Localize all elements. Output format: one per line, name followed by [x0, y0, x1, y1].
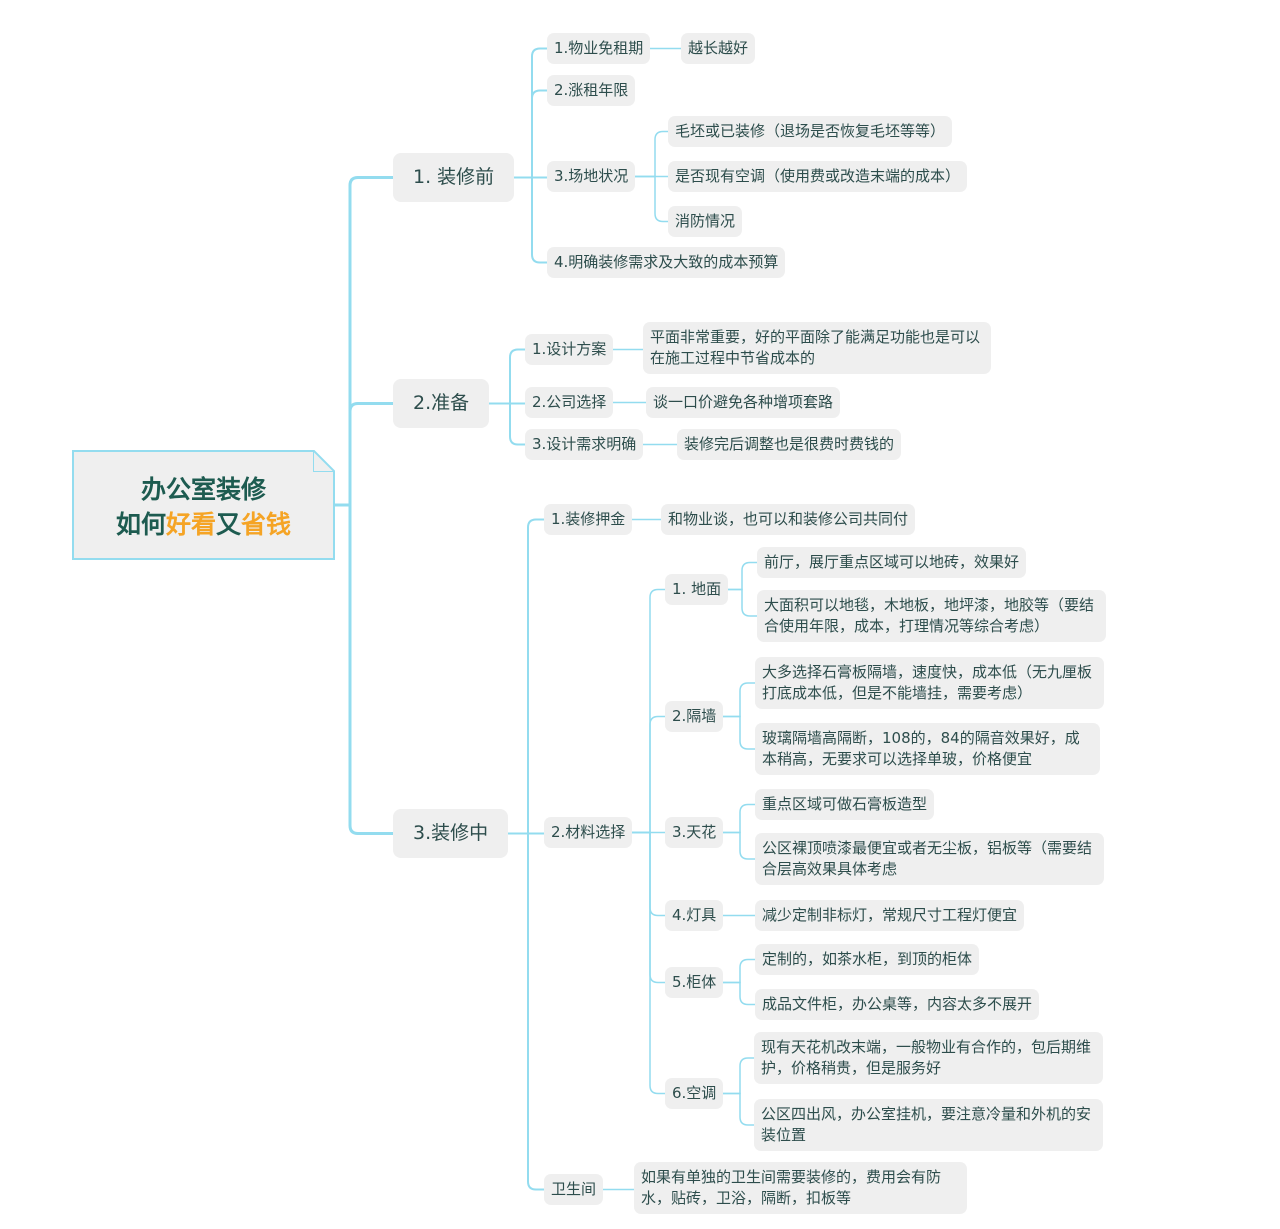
connector-line	[728, 588, 757, 617]
topic-rent-free-period[interactable]: 1.物业免租期	[547, 33, 651, 64]
connector-line	[632, 831, 665, 984]
connector-line	[489, 348, 525, 405]
leaf-ceiling[interactable]: 公区裸顶喷漆最便宜或者无尘板，铝板等（需要结合层高效果具体考虑	[755, 833, 1104, 885]
connector-line	[514, 47, 547, 179]
connector-line	[728, 561, 757, 591]
connector-line	[335, 402, 393, 507]
leaf-site-condition[interactable]: 毛坯或已装修（退场是否恢复毛坯等等）	[668, 116, 953, 147]
connector-line	[632, 715, 665, 834]
connector-line	[489, 402, 525, 446]
note-fold-icon	[313, 450, 335, 472]
topic-budget[interactable]: 4.明确装修需求及大致的成本预算	[547, 247, 786, 278]
leaf-site-condition[interactable]: 是否现有空调（使用费或改造末端的成本）	[668, 161, 968, 192]
material-ceiling[interactable]: 3.天花	[665, 817, 724, 848]
topic-design-plan[interactable]: 1.设计方案	[525, 334, 614, 365]
connector-line	[723, 981, 755, 1006]
leaf-floor[interactable]: 前厅，展厅重点区域可以地砖，效果好	[757, 547, 1027, 578]
connector-line	[335, 503, 393, 835]
leaf-air-conditioning[interactable]: 现有天花机改末端，一般物业有合作的，包后期维护，价格稍贵，但是服务好	[754, 1032, 1103, 1084]
connector-line	[508, 518, 544, 835]
leaf-site-condition[interactable]: 消防情况	[668, 206, 743, 237]
material-lighting[interactable]: 4.灯具	[665, 900, 724, 931]
connector-line	[508, 832, 544, 1191]
leaf-deposit[interactable]: 和物业谈，也可以和装修公司共同付	[661, 504, 916, 535]
topic-design-requirements[interactable]: 3.设计需求明确	[525, 429, 644, 460]
topic-rent-increase[interactable]: 2.涨租年限	[547, 75, 636, 106]
connector-line	[723, 682, 755, 718]
topic-material-selection[interactable]: 2.材料选择	[544, 817, 633, 848]
topic-deposit[interactable]: 1.装修押金	[544, 504, 633, 535]
leaf-cabinet[interactable]: 定制的，如茶水柜，到顶的柜体	[755, 944, 980, 975]
leaf-ceiling[interactable]: 重点区域可做石膏板造型	[755, 789, 935, 820]
connector-line	[514, 176, 547, 264]
connector-line	[632, 588, 665, 834]
root-title-line2: 如何好看又省钱	[115, 510, 292, 539]
connector-line	[632, 831, 665, 917]
leaf-longer-better[interactable]: 越长越好	[681, 33, 756, 64]
topic-bathroom[interactable]: 卫生间	[544, 1174, 604, 1205]
root-title-line1: 办公室装修	[140, 475, 266, 504]
leaf-company-selection[interactable]: 谈一口价避免各种增项套路	[646, 387, 841, 418]
leaf-floor[interactable]: 大面积可以地毯，木地板，地坪漆，地胶等（要结合使用年限，成本，打理情况等综合考虑…	[757, 590, 1106, 642]
leaf-partition[interactable]: 玻璃隔墙高隔断，108的，84的隔音效果好，成本稍高，无要求可以选择单玻，价格便…	[755, 723, 1100, 775]
branch-before-renovation[interactable]: 1. 装修前	[393, 153, 515, 202]
branch-during-renovation[interactable]: 3.装修中	[393, 809, 509, 858]
material-air-conditioning[interactable]: 6.空调	[665, 1078, 724, 1109]
leaf-partition[interactable]: 大多选择石膏板隔墙，速度快，成本低（无九厘板打底成本低，但是不能墙挂，需要考虑）	[755, 657, 1104, 709]
topic-company-selection[interactable]: 2.公司选择	[525, 387, 614, 418]
material-floor[interactable]: 1. 地面	[665, 574, 729, 605]
connector-line	[635, 175, 668, 223]
leaf-bathroom[interactable]: 如果有单独的卫生间需要装修的，费用会有防水，贴砖，卫浴，隔断，扣板等	[634, 1162, 967, 1214]
connector-line	[723, 715, 755, 750]
branch-preparation[interactable]: 2.准备	[393, 379, 490, 428]
connector-line	[723, 803, 755, 834]
leaf-lighting[interactable]: 减少定制非标灯，常规尺寸工程灯便宜	[755, 900, 1025, 931]
connector-line	[723, 958, 755, 984]
connector-line	[723, 1057, 754, 1095]
connector-line	[723, 831, 755, 860]
leaf-cabinet[interactable]: 成品文件柜，办公桌等，内容太多不展开	[755, 989, 1040, 1020]
material-cabinet[interactable]: 5.柜体	[665, 967, 724, 998]
topic-site-condition[interactable]: 3.场地状况	[547, 161, 636, 192]
leaf-air-conditioning[interactable]: 公区四出风，办公室挂机，要注意冷量和外机的安装位置	[754, 1099, 1103, 1151]
material-partition[interactable]: 2.隔墙	[665, 701, 724, 732]
connector-line	[335, 176, 393, 507]
connector-line	[723, 1092, 754, 1126]
root-topic[interactable]: 办公室装修 如何好看又省钱	[72, 450, 335, 560]
leaf-design-requirements[interactable]: 装修完后调整也是很费时费钱的	[677, 429, 902, 460]
connector-line	[514, 89, 547, 179]
leaf-design-plan[interactable]: 平面非常重要，好的平面除了能满足功能也是可以在施工过程中节省成本的	[643, 322, 991, 374]
connector-line	[635, 130, 668, 178]
connector-line	[632, 831, 665, 1095]
